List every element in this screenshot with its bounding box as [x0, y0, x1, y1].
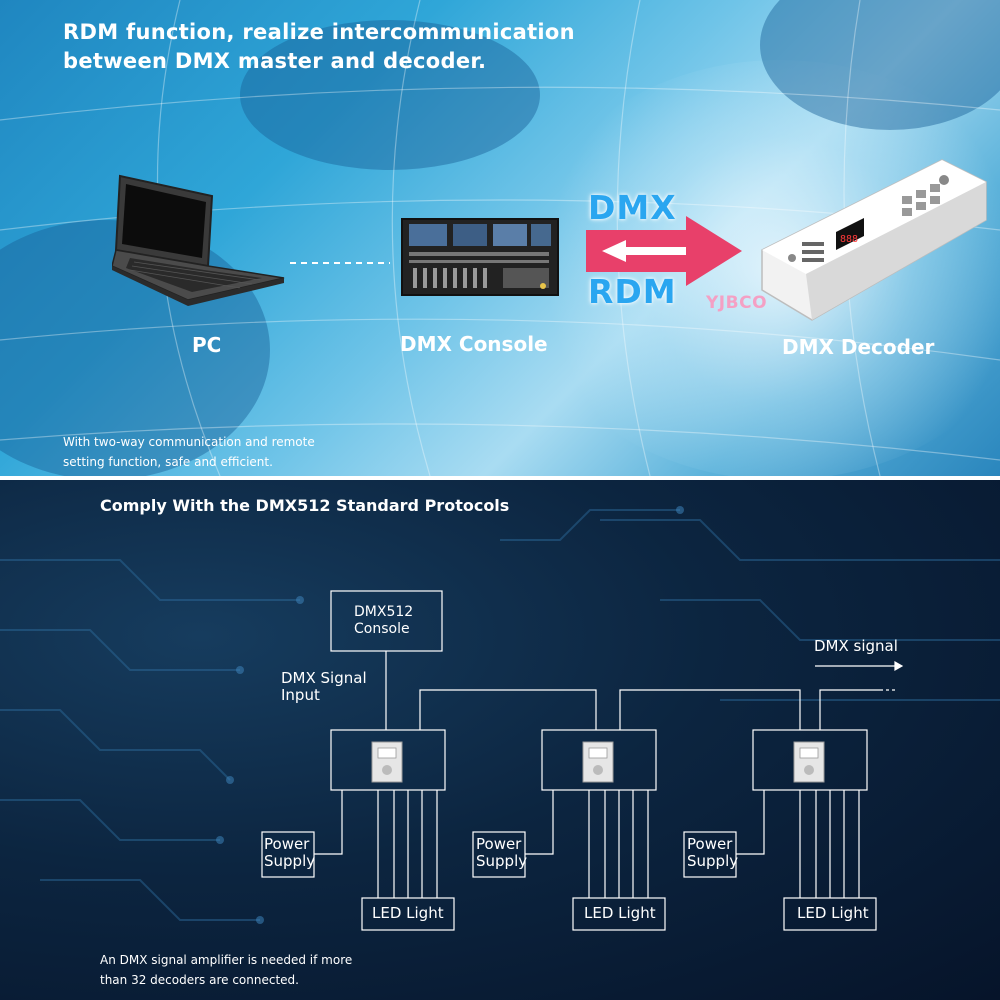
- dmx512-panel: Comply With the DMX512 Standard Protocol…: [0, 480, 1000, 1000]
- headline-line: between DMX master and decoder.: [63, 49, 487, 73]
- decoder-device-window: [588, 747, 608, 759]
- decoder-device-knob: [382, 765, 392, 775]
- decoder-device-window: [377, 747, 397, 759]
- wiring-diagram: [261, 590, 904, 931]
- decoder-box: [330, 729, 446, 791]
- decoder-device-knob: [593, 765, 603, 775]
- page-headline: RDM function, realize intercommunication…: [63, 18, 575, 76]
- protocol-section-title: Comply With the DMX512 Standard Protocol…: [100, 496, 510, 515]
- rdm-panel: RDM function, realize intercommunication…: [0, 0, 1000, 476]
- led-light-label: LED Light: [797, 904, 869, 922]
- console-box-line: Console: [354, 621, 410, 637]
- console-box-label: DMX512 Console: [354, 604, 413, 638]
- background-continent: [240, 20, 540, 170]
- note-line: than 32 decoders are connected.: [100, 973, 299, 987]
- rdm-arrow-label: RDM: [588, 272, 677, 311]
- panel-divider: [0, 476, 1000, 480]
- decoder-box: [541, 729, 657, 791]
- pc-label: PC: [192, 333, 222, 357]
- power-supply-label: Power Supply: [687, 836, 738, 870]
- amplifier-note: An DMX signal amplifier is needed if mor…: [100, 950, 352, 990]
- decoder-device-window: [799, 747, 819, 759]
- note-line: An DMX signal amplifier is needed if mor…: [100, 953, 353, 967]
- brand-watermark: YJBCO: [706, 293, 768, 313]
- svg-text:888: 888: [840, 234, 858, 245]
- rdm-note: With two-way communication and remote se…: [63, 432, 315, 472]
- power-supply-line: Supply: [687, 852, 739, 870]
- dmx-signal-label: DMX signal: [814, 637, 898, 655]
- power-supply-label: Power Supply: [476, 836, 527, 870]
- pc-link-line: [290, 262, 390, 264]
- signal-input-label: DMX Signal Input: [281, 670, 367, 704]
- decoder-device-knob: [804, 765, 814, 775]
- decoder-box: [752, 729, 868, 791]
- power-supply-line: Power: [687, 835, 733, 853]
- note-line: With two-way communication and remote: [63, 435, 315, 449]
- led-light-label: LED Light: [584, 904, 656, 922]
- headline-line: RDM function, realize intercommunication: [63, 20, 575, 44]
- power-supply-line: Power: [264, 835, 310, 853]
- power-link: [736, 790, 765, 855]
- power-supply-line: Supply: [476, 852, 528, 870]
- power-link: [314, 790, 343, 855]
- power-supply-label: Power Supply: [264, 836, 315, 870]
- led-light-label: LED Light: [372, 904, 444, 922]
- dmx-decoder-label: DMX Decoder: [782, 335, 935, 359]
- dmx-decoder-icon: 888: [761, 159, 987, 321]
- laptop-icon: [112, 174, 285, 306]
- console-box-line: DMX512: [354, 604, 414, 620]
- dmx-arrow-label: DMX: [588, 188, 677, 227]
- note-line: setting function, safe and efficient.: [63, 455, 273, 469]
- signal-input-line: Input: [281, 686, 320, 704]
- power-link: [525, 790, 554, 855]
- circuit-background: [0, 506, 1000, 924]
- dmx-console-icon: [401, 218, 559, 296]
- bidirectional-arrow-icon: [586, 216, 742, 286]
- signal-input-line: DMX Signal: [281, 669, 367, 687]
- power-supply-line: Power: [476, 835, 522, 853]
- dmx-console-label: DMX Console: [400, 332, 548, 356]
- power-supply-line: Supply: [264, 852, 316, 870]
